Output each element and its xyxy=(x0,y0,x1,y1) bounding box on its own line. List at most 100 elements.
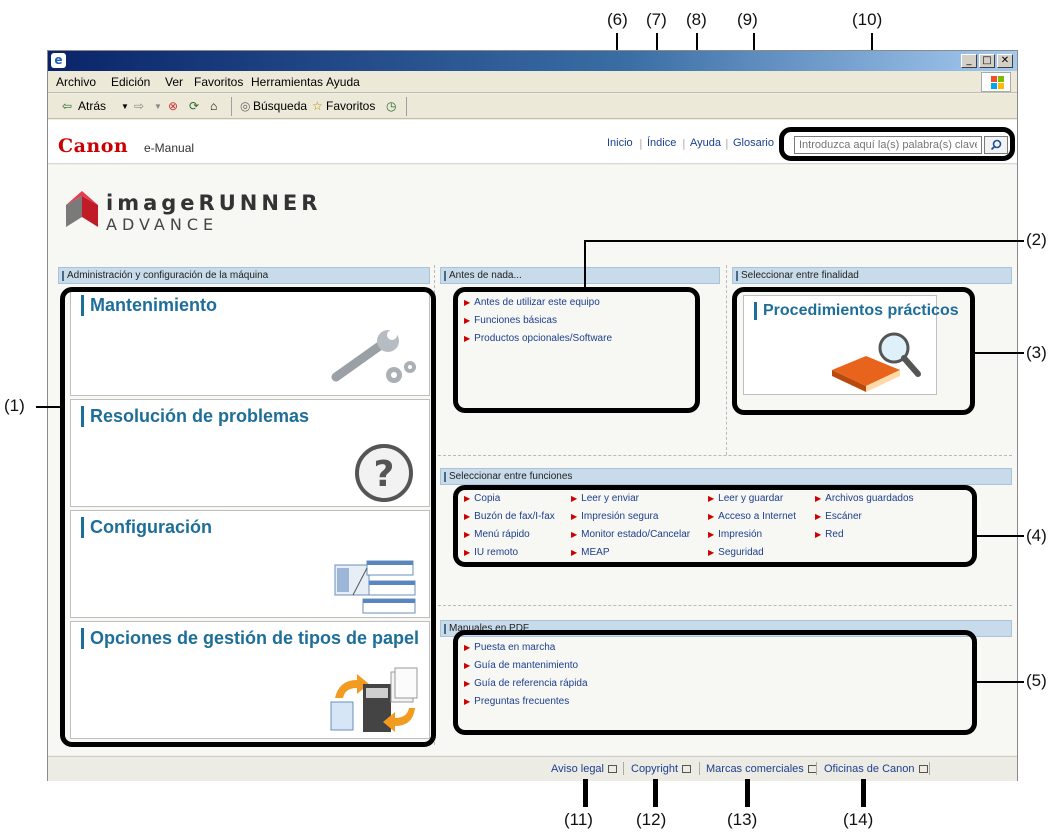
refresh-icon[interactable]: ⟳ xyxy=(189,99,200,113)
card-title: Configuración xyxy=(81,517,212,538)
stop-icon[interactable]: ⊗ xyxy=(168,99,179,113)
link-seguridad[interactable]: ▶Seguridad xyxy=(708,547,764,558)
cube-logo-icon xyxy=(66,191,98,227)
home-icon[interactable]: ⌂ xyxy=(210,99,218,113)
link-marcas-comerciales[interactable]: Marcas comerciales xyxy=(706,763,817,775)
link-guia-referencia-rapida[interactable]: ▶Guía de referencia rápida xyxy=(464,678,588,689)
forward-arrow-icon[interactable]: ⇨ xyxy=(134,99,145,113)
bullet-arrow-icon: ▶ xyxy=(464,643,471,652)
back-button[interactable]: Atrás xyxy=(78,99,107,113)
link-aviso-legal[interactable]: Aviso legal xyxy=(551,763,617,775)
callout-7: (7) xyxy=(646,10,667,29)
bullet-arrow-icon: ▶ xyxy=(571,530,578,539)
bullet-arrow-icon: ▶ xyxy=(708,548,715,557)
section-header-admin: Administración y configuración de la máq… xyxy=(58,267,430,284)
link-red[interactable]: ▶Red xyxy=(815,529,844,540)
link-copia[interactable]: ▶Copia xyxy=(464,493,501,504)
link-indice[interactable]: Índice xyxy=(647,137,677,149)
link-escaner[interactable]: ▶Escáner xyxy=(815,511,862,522)
card-title: Opciones de gestión de tipos de papel xyxy=(81,628,419,649)
callout-2: (2) xyxy=(1026,230,1047,249)
bullet-arrow-icon: ▶ xyxy=(571,548,578,557)
external-window-icon xyxy=(918,765,928,773)
link-funciones-basicas[interactable]: ▶Funciones básicas xyxy=(464,315,557,326)
callout-14: (14) xyxy=(843,810,874,829)
link-oficinas-canon[interactable]: Oficinas de Canon xyxy=(824,763,928,775)
wrench-icon xyxy=(331,330,416,383)
menu-ayuda[interactable]: Ayuda xyxy=(326,75,360,89)
search-submit-button[interactable] xyxy=(984,136,1008,154)
bullet-arrow-icon: ▶ xyxy=(464,661,471,670)
back-dropdown-icon[interactable]: ▼ xyxy=(121,102,129,111)
menu-favoritos[interactable]: Favoritos xyxy=(194,75,244,89)
close-button[interactable]: ✕ xyxy=(997,54,1013,68)
book-magnifier-icon xyxy=(832,332,921,392)
card-resolucion-problemas[interactable]: Resolución de problemas ? xyxy=(70,399,430,507)
highlight-10 xyxy=(779,127,1015,161)
search-input[interactable] xyxy=(794,136,982,154)
maximize-button[interactable]: □ xyxy=(979,54,995,68)
main-content: imageRUNNER ADVANCE Administración y con… xyxy=(48,165,1017,755)
link-buzon-fax[interactable]: ▶Buzón de fax/I-fax xyxy=(464,511,555,522)
callout-6: (6) xyxy=(607,10,628,29)
bullet-arrow-icon: ▶ xyxy=(815,494,822,503)
bullet-arrow-icon: ▶ xyxy=(464,494,471,503)
ie-icon: e xyxy=(51,53,66,68)
settings-windows-icon xyxy=(334,560,416,614)
link-impresion[interactable]: ▶Impresión xyxy=(708,529,763,540)
forward-dropdown-icon[interactable]: ▼ xyxy=(154,102,162,111)
menu-ver[interactable]: Ver xyxy=(165,75,184,89)
menu-herramientas[interactable]: Herramientas xyxy=(251,75,324,89)
row-divider xyxy=(438,455,1012,456)
link-menu-rapido[interactable]: ▶Menú rápido xyxy=(464,529,530,540)
footer-separator xyxy=(623,762,624,775)
link-copyright[interactable]: Copyright xyxy=(631,763,692,775)
link-productos-opcionales[interactable]: ▶Productos opcionales/Software xyxy=(464,333,613,344)
menu-archivo[interactable]: Archivo xyxy=(56,75,97,89)
minimize-button[interactable]: _ xyxy=(961,54,977,68)
link-iu-remoto[interactable]: ▶IU remoto xyxy=(464,547,519,558)
link-ayuda[interactable]: Ayuda xyxy=(690,137,721,149)
favorites-icon[interactable]: ☆ xyxy=(312,99,323,113)
leader-5 xyxy=(976,681,1024,683)
leader-11 xyxy=(583,779,588,807)
link-acceso-internet[interactable]: ▶Acceso a Internet xyxy=(708,511,796,522)
search-icon[interactable]: ◎ xyxy=(240,99,251,113)
search-button[interactable]: Búsqueda xyxy=(253,99,308,113)
callout-5: (5) xyxy=(1026,671,1047,690)
card-mantenimiento[interactable]: Mantenimiento xyxy=(70,288,430,396)
toolbar-divider xyxy=(406,97,407,116)
link-separator: | xyxy=(725,137,729,150)
leader-2-drop xyxy=(584,240,586,290)
link-meap[interactable]: ▶MEAP xyxy=(571,547,610,558)
link-inicio[interactable]: Inicio xyxy=(607,137,633,149)
link-leer-guardar[interactable]: ▶Leer y guardar xyxy=(708,493,784,504)
leader-2 xyxy=(584,240,1024,242)
link-impresion-segura[interactable]: ▶Impresión segura xyxy=(571,511,659,522)
menu-edicion[interactable]: Edición xyxy=(111,75,151,89)
card-gestion-tipos-papel[interactable]: Opciones de gestión de tipos de papel xyxy=(70,621,430,739)
back-arrow-icon[interactable]: ⇦ xyxy=(62,99,73,113)
link-glosario[interactable]: Glosario xyxy=(733,137,774,149)
magnifier-icon xyxy=(990,139,1002,151)
question-mark-icon: ? xyxy=(355,444,413,502)
highlight-1 xyxy=(60,287,436,747)
callout-1: (1) xyxy=(4,396,25,415)
card-configuracion[interactable]: Configuración xyxy=(70,510,430,618)
external-window-icon xyxy=(608,765,617,773)
bullet-arrow-icon: ▶ xyxy=(464,530,471,539)
page-footer: Aviso legal Copyright Marcas comerciales… xyxy=(48,756,1017,781)
canon-logo[interactable]: Canon xyxy=(58,135,129,157)
link-archivos-guardados[interactable]: ▶Archivos guardados xyxy=(815,493,914,504)
link-guia-mantenimiento[interactable]: ▶Guía de mantenimiento xyxy=(464,660,579,671)
history-icon[interactable]: ◷ xyxy=(386,99,397,113)
link-leer-enviar[interactable]: ▶Leer y enviar xyxy=(571,493,639,504)
link-puesta-en-marcha[interactable]: ▶Puesta en marcha xyxy=(464,642,556,653)
link-preguntas-frecuentes[interactable]: ▶Preguntas frecuentes xyxy=(464,696,570,707)
bullet-arrow-icon: ▶ xyxy=(464,316,471,325)
link-monitor-estado[interactable]: ▶Monitor estado/Cancelar xyxy=(571,529,691,540)
favorites-button[interactable]: Favoritos xyxy=(326,99,376,113)
menu-bar: Archivo Edición Ver Favoritos Herramient… xyxy=(48,71,1017,93)
link-antes-utilizar[interactable]: ▶Antes de utilizar este equipo xyxy=(464,297,600,308)
card-procedimientos-practicos[interactable]: Procedimientos prácticos xyxy=(743,295,959,395)
